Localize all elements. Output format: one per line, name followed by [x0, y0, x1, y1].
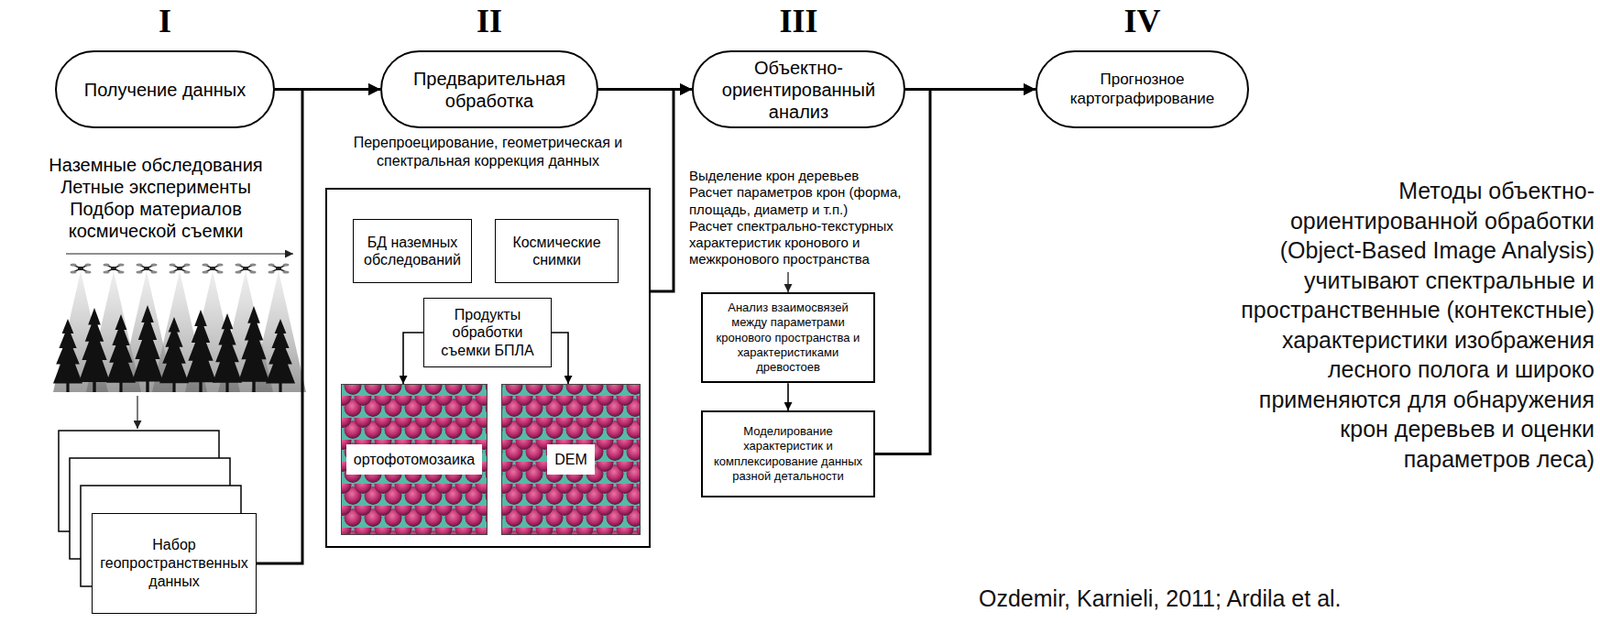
stage-oval: IVПрогнозное картографирование [1035, 50, 1250, 129]
image-tile: ортофотомозаика [340, 383, 488, 536]
connector [787, 383, 790, 411]
node-label: DEM [547, 444, 595, 475]
connector [403, 332, 424, 384]
node-label: БД наземных обследований [361, 233, 464, 269]
note-text: Ozdemir, Karnieli, 2011; Ardila et al. [978, 584, 1593, 613]
citation: Ozdemir, Karnieli, 2011; Ardila et al. [978, 584, 1593, 613]
node-label: Космические снимки [503, 233, 611, 269]
stage-number: III [675, 3, 922, 41]
connector [256, 89, 381, 565]
note-text: Перепроецирование, геометрическая и спек… [325, 133, 651, 171]
node-label: Объектно-ориентированный анализ [713, 56, 884, 123]
source-list: Наземные обследованияЛетные эксперименты… [36, 153, 275, 242]
side-note: Методы объектно-ориентированной обработк… [1232, 175, 1595, 474]
note-text: Подбор материалов космической съемки [36, 197, 275, 242]
note-text: Расчет спектрально-текстурных характерис… [689, 218, 919, 269]
dataset-page: Набор геопространственных данных [91, 513, 257, 614]
node-label: Получение данных [84, 78, 246, 101]
note-text: Выделение крон деревьев [689, 167, 919, 185]
process-box: Моделирование характеристик и комплексир… [701, 410, 876, 498]
connector [551, 332, 569, 384]
node-label: Продукты обработки съемки БПЛА [431, 306, 544, 360]
process-box: Анализ взаимосвязей между параметрами кр… [701, 292, 876, 384]
connector [875, 89, 1036, 455]
note-text: Расчет параметров крон (форма, площадь, … [689, 184, 919, 219]
node-label: Набор геопространственных данных [99, 536, 248, 592]
stage-number: I [38, 3, 292, 41]
connector [650, 89, 692, 293]
stage-oval: IIПредварительная обработка [380, 50, 599, 129]
note-text: Методы объектно-ориентированной обработк… [1232, 175, 1595, 474]
note-text: Наземные обследования [36, 153, 275, 176]
step-note: Перепроецирование, геометрическая и спек… [325, 133, 651, 171]
group-frame: БД наземных обследований Космические сним… [325, 187, 651, 548]
note-text: Летные эксперименты [36, 175, 275, 198]
process-box: Продукты обработки съемки БПЛА [423, 297, 552, 368]
stage-number: II [363, 3, 615, 41]
image-tile: DEM [501, 383, 641, 536]
node-label: ортофотомозаика [346, 444, 483, 475]
node-label: Предварительная обработка [402, 67, 577, 112]
stage-oval: IПолучение данных [54, 50, 275, 129]
stage-number: IV [1019, 3, 1266, 41]
node-label: Моделирование характеристик и комплексир… [712, 424, 865, 484]
node-label: Анализ взаимосвязей между параметрами кр… [712, 300, 865, 375]
step-list: Выделение крон деревьевРасчет параметров… [689, 167, 919, 269]
process-box: БД наземных обследований [352, 219, 472, 284]
process-box: Космические снимки [494, 219, 619, 284]
stage-oval: IIIОбъектно-ориентированный анализ [691, 50, 906, 129]
node-label: Прогнозное картографирование [1057, 70, 1228, 109]
